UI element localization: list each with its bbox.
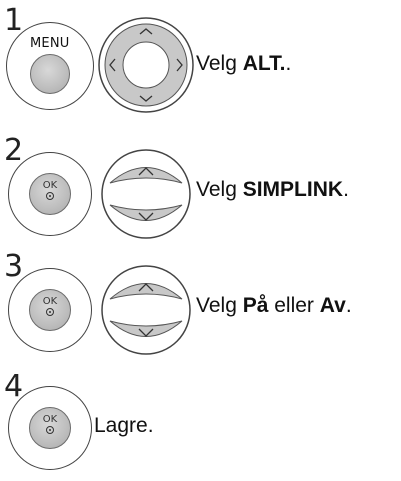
ok-button-icon[interactable] xyxy=(29,289,71,331)
step-3-instruction: Velg På eller Av. xyxy=(196,294,352,318)
ok-dot-icon xyxy=(46,426,54,434)
ok-button-ring xyxy=(8,152,92,236)
step-number: 1 xyxy=(4,3,24,38)
up-down-navigation-pad-icon[interactable] xyxy=(100,148,192,240)
four-way-navigation-pad-icon[interactable] xyxy=(96,15,196,115)
instruction-prefix: Velg xyxy=(196,178,243,201)
menu-button-label: MENU xyxy=(30,36,70,51)
step-2-instruction: Velg SIMPLINK. xyxy=(196,178,349,202)
up-down-navigation-pad-icon[interactable] xyxy=(100,264,192,356)
instruction-suffix: . xyxy=(345,294,352,317)
step-number: 4 xyxy=(4,369,24,404)
instruction-bold: På xyxy=(242,294,269,317)
step-2: 2 OK Velg SIMPLINK. xyxy=(0,0,401,240)
ok-button-label: OK xyxy=(42,180,58,191)
ok-button-label: OK xyxy=(42,414,58,425)
menu-button-icon[interactable] xyxy=(30,54,70,94)
instruction-bold: ALT. xyxy=(242,52,286,75)
instruction-suffix: . xyxy=(285,52,292,75)
step-1: 1 MENU Velg ALT.. xyxy=(0,0,401,113)
instruction-suffix: . xyxy=(343,178,349,201)
instruction-bold: SIMPLINK xyxy=(242,178,344,201)
ok-button-label: OK xyxy=(42,296,58,307)
step-1-instruction: Velg ALT.. xyxy=(196,52,291,76)
ok-dot-icon xyxy=(46,192,54,200)
instruction-prefix: Velg xyxy=(196,52,243,75)
instruction-middle: eller xyxy=(268,294,320,317)
step-number: 2 xyxy=(4,133,24,168)
instruction-prefix: Velg xyxy=(196,294,243,317)
ok-dot-icon xyxy=(46,308,54,316)
instruction-bold: Av xyxy=(319,294,346,317)
step-number: 3 xyxy=(4,249,24,284)
step-4-instruction: Lagre. xyxy=(94,414,154,437)
step-3: 3 OK Velg På eller Av. xyxy=(4,249,352,356)
